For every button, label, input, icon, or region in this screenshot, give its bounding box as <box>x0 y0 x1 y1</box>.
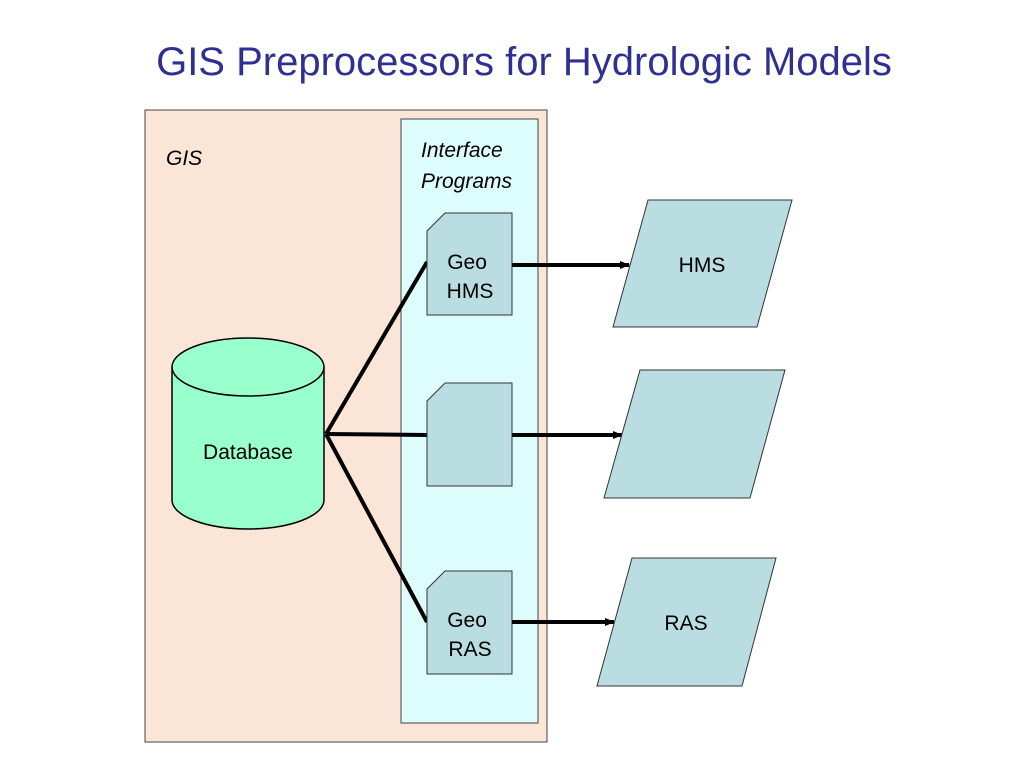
interface-label-line-2: Programs <box>421 170 513 193</box>
program-geo-ras: Geo RAS <box>426 570 513 675</box>
program-geo-ras-label: Geo RAS <box>447 609 493 661</box>
program-geo-ras-line-2: RAS <box>448 638 491 661</box>
model-ras-label: RAS <box>664 612 707 635</box>
interface-programs-label: Interface Programs <box>421 139 513 193</box>
program-geo-ras-line-1: Geo <box>447 609 487 632</box>
program-geo-hms-line-2: HMS <box>447 280 494 303</box>
connector-database-geo-hms <box>324 260 429 436</box>
program-geo-hms-label: Geo HMS <box>447 251 494 303</box>
model-ras: RAS <box>596 557 777 687</box>
model-blank <box>603 369 786 499</box>
program-geo-hms: Geo HMS <box>426 212 513 316</box>
database-label: Database <box>203 441 293 464</box>
connector-database-geo-ras <box>324 433 429 623</box>
interface-label-line-1: Interface <box>421 139 503 162</box>
program-blank <box>426 382 513 487</box>
model-hms-label: HMS <box>679 254 726 277</box>
model-hms: HMS <box>612 199 793 328</box>
slide-title: GIS Preprocessors for Hydrologic Models <box>156 40 892 84</box>
connector-database-blank <box>325 432 428 437</box>
gis-label: GIS <box>166 147 202 170</box>
database-cylinder: Database <box>171 337 325 530</box>
program-geo-hms-line-1: Geo <box>447 251 487 274</box>
